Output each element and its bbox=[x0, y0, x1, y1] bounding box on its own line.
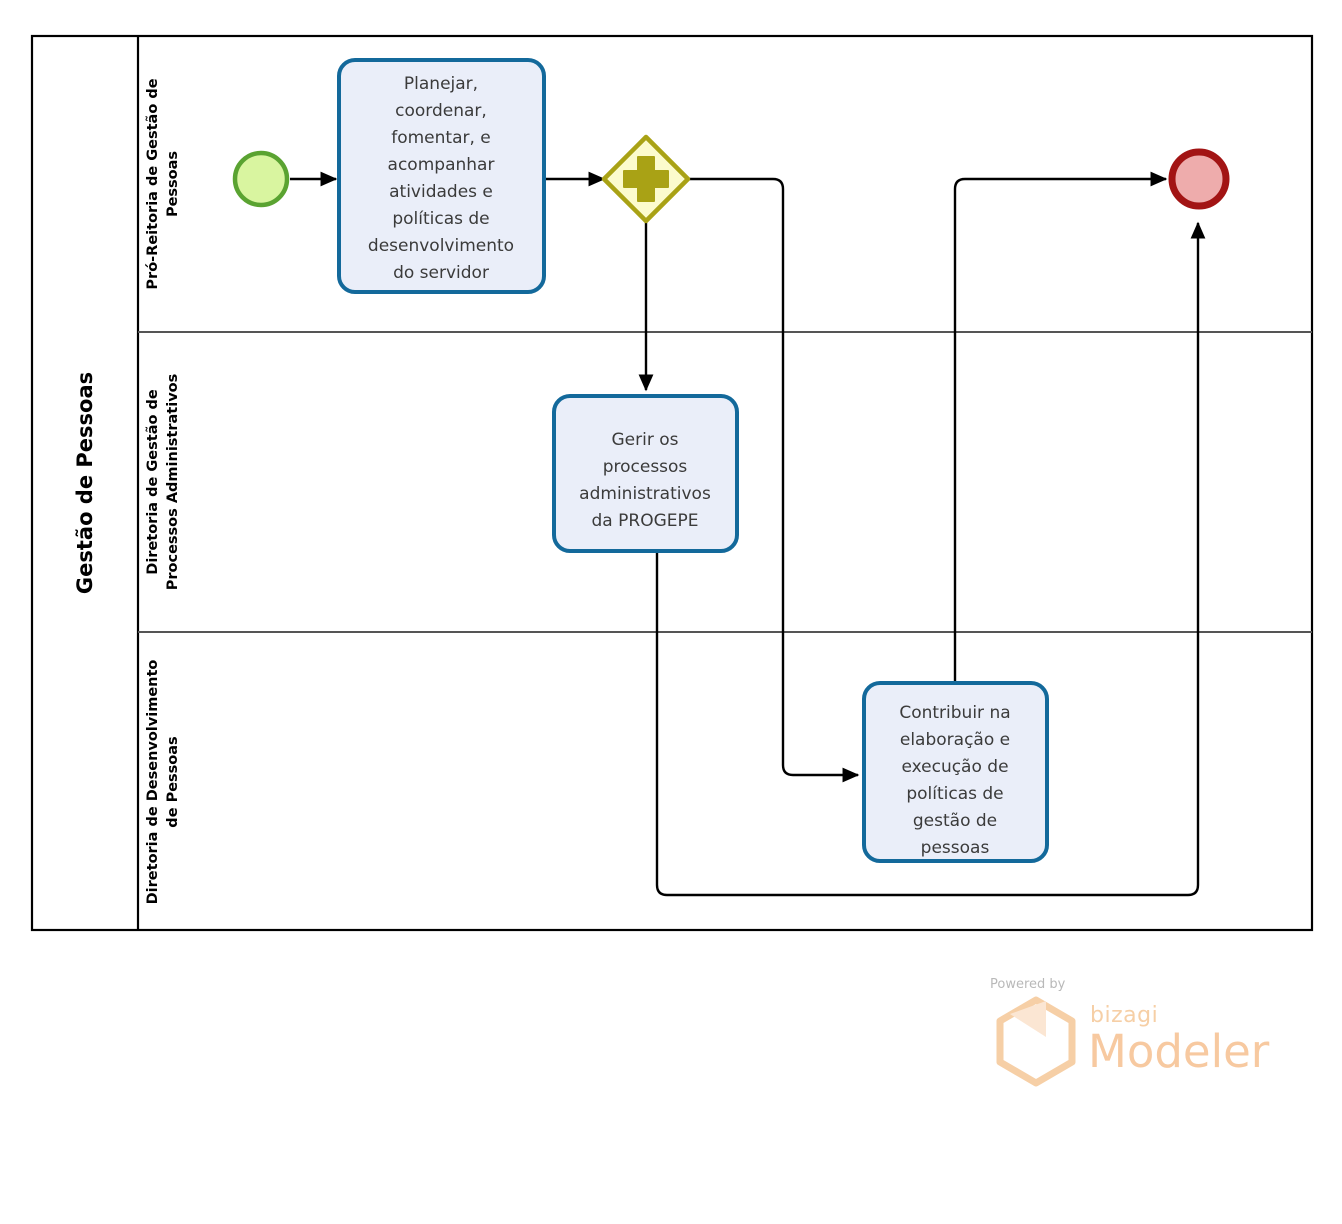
flow-gateway-to-task3[interactable] bbox=[688, 177, 860, 783]
end-event[interactable] bbox=[1168, 148, 1230, 210]
plus-icon bbox=[623, 156, 669, 202]
modeler-wordmark: Modeler bbox=[1088, 1025, 1270, 1078]
start-event[interactable] bbox=[232, 150, 290, 208]
task-gerir-line-1: Gerir os bbox=[612, 430, 679, 450]
task-planejar-line-5: atividades e bbox=[389, 182, 493, 202]
lane-1[interactable]: Pró-Reitoria de Gestão de Pessoas Pró-Re… bbox=[0, 0, 181, 290]
lane-group: Pró-Reitoria de Gestão de Pessoas Pró-Re… bbox=[0, 0, 1312, 905]
start-event-circle bbox=[232, 150, 290, 208]
lane-2[interactable]: Diretoria de Gestão de Processos Adminis… bbox=[0, 0, 181, 591]
task-gerir-line-2: processos bbox=[603, 457, 688, 477]
lane-3[interactable]: Diretoria de Desenvolvimento de Pessoas … bbox=[0, 0, 181, 905]
pool-title: Gestão de Pessoas bbox=[73, 372, 97, 594]
bizagi-wordmark: bizagi bbox=[1090, 1003, 1158, 1028]
task-gerir-line-4: da PROGEPE bbox=[592, 511, 699, 531]
lane-2-label-line-1: Diretoria de Gestão de bbox=[145, 389, 161, 575]
lane-2-label-line-2: Processos Administrativos bbox=[165, 374, 181, 591]
task-planejar-line-7: desenvolvimento bbox=[368, 236, 514, 256]
flow-task3-to-end[interactable] bbox=[953, 171, 1168, 683]
task-contribuir-line-3: execução de bbox=[901, 757, 1008, 777]
task-planejar[interactable]: Planejar, coordenar, fomentar, e acompan… bbox=[337, 58, 546, 294]
bizagi-hexagon-icon bbox=[996, 996, 1076, 1087]
task-planejar-line-8: do servidor bbox=[393, 263, 489, 283]
sequence-flows bbox=[290, 171, 1206, 897]
task-contribuir-line-5: gestão de bbox=[913, 811, 997, 831]
bizagi-branding: Powered by bizagi Modeler bbox=[990, 977, 1270, 1087]
task-contribuir-line-1: Contribuir na bbox=[899, 703, 1010, 723]
task-gerir-processos[interactable]: Gerir os processos administrativos da PR… bbox=[552, 394, 739, 553]
task-contribuir-line-6: pessoas bbox=[921, 838, 990, 858]
flow-task2-to-end[interactable] bbox=[655, 221, 1206, 897]
lane-3-label-line-2: de Pessoas bbox=[165, 736, 181, 827]
task-gerir-line-3: administrativos bbox=[579, 484, 711, 504]
parallel-gateway[interactable]: + bbox=[0, 0, 691, 224]
end-event-circle bbox=[1168, 148, 1230, 210]
task-planejar-line-2: coordenar, bbox=[395, 101, 487, 121]
lane-1-label-line-1: Pró-Reitoria de Gestão de bbox=[145, 78, 161, 289]
powered-by-label: Powered by bbox=[990, 977, 1066, 992]
task-contribuir-politicas[interactable]: Contribuir na elaboração e execução de p… bbox=[862, 681, 1049, 863]
task-planejar-box bbox=[337, 58, 546, 294]
task-planejar-line-6: políticas de bbox=[392, 209, 489, 229]
task-planejar-line-1: Planejar, bbox=[404, 74, 478, 94]
lane-3-label-line-1: Diretoria de Desenvolvimento bbox=[145, 660, 161, 905]
task-gerir-processos-box bbox=[552, 394, 739, 553]
task-contribuir-line-2: elaboração e bbox=[900, 730, 1010, 750]
lane-1-label-line-2: Pessoas bbox=[165, 151, 181, 217]
task-contribuir-line-4: políticas de bbox=[906, 784, 1003, 804]
task-planejar-line-4: acompanhar bbox=[388, 155, 495, 175]
task-planejar-line-3: fomentar, e bbox=[391, 128, 491, 148]
task-contribuir-box bbox=[862, 681, 1049, 863]
